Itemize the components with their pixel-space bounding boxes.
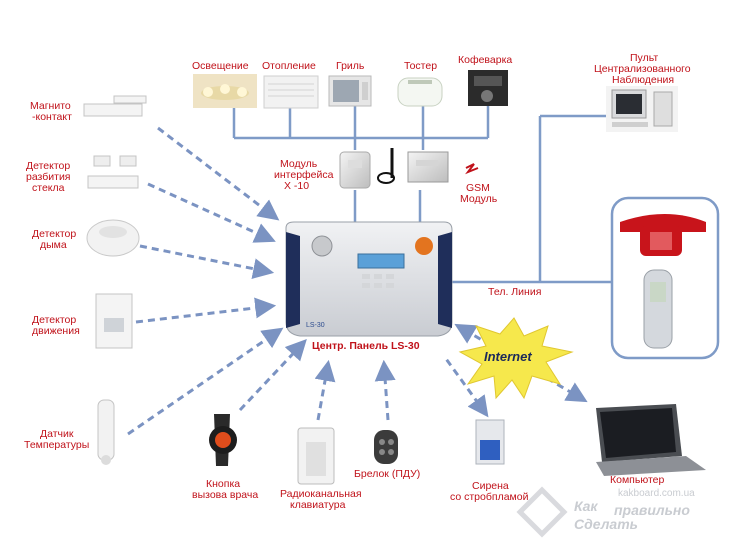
- label-temp-2: Температуры: [24, 439, 90, 451]
- label-doctor-1: Кнопка: [206, 478, 241, 490]
- heater-icon: [263, 75, 319, 109]
- landline-phone-icon: [620, 214, 706, 256]
- label-keyfob: Брелок (ПДУ): [354, 468, 421, 480]
- label-keypad-1: Радиоканальная: [280, 488, 362, 500]
- label-motion-1: Детектор: [32, 314, 77, 326]
- label-x10-2: интерфейса: [274, 169, 334, 181]
- label-toaster: Тостер: [404, 60, 438, 72]
- wireless-keypad-icon: [297, 427, 335, 485]
- antenna-icon: [377, 148, 395, 184]
- mobile-phone-icon: [643, 269, 673, 349]
- label-heating: Отопление: [262, 60, 316, 72]
- label-gsm-1: GSM: [466, 182, 490, 194]
- label-magnet-2: -контакт: [32, 111, 72, 123]
- watermark-site: kakboard.com.ua: [618, 488, 695, 499]
- label-glass-3: стекла: [32, 182, 65, 194]
- label-magnet-1: Магнито: [30, 100, 71, 112]
- phones-frame: [610, 196, 720, 360]
- key-fob-icon: [374, 430, 398, 464]
- watermark-word-3: Сделать: [574, 516, 638, 532]
- gsm-module-icon: [407, 151, 449, 183]
- label-internet: Internet: [484, 349, 532, 364]
- label-temp-1: Датчик: [40, 428, 74, 440]
- panel-brand-text: LS-30: [306, 322, 325, 329]
- central-panel-icon: [285, 221, 453, 337]
- label-smoke-2: дыма: [40, 239, 67, 251]
- laptop-icon: [596, 404, 706, 476]
- watermark-word-2: правильно: [614, 502, 690, 518]
- label-siren-2: со стробпламой: [450, 491, 529, 503]
- toaster-icon: [397, 77, 443, 107]
- watermark-logo-icon: [516, 486, 568, 538]
- label-x10-1: Модуль: [280, 158, 318, 170]
- label-monitoring-1: Пульт: [630, 52, 659, 64]
- label-x10-3: X -10: [284, 180, 310, 192]
- label-motion-2: движения: [32, 325, 80, 337]
- label-coffee: Кофеварка: [458, 54, 513, 66]
- gsm-signal-icon: [465, 163, 479, 175]
- motion-detector-icon: [95, 293, 133, 349]
- label-glass-1: Детектор: [26, 160, 71, 172]
- phone-line-wires: [452, 114, 612, 284]
- monitoring-station-icon: [606, 86, 678, 132]
- label-smoke-1: Детектор: [32, 228, 77, 240]
- siren-icon: [475, 419, 505, 465]
- label-computer: Компьютер: [610, 474, 665, 486]
- label-lighting: Освещение: [192, 60, 249, 72]
- label-monitoring-2: Централизованного: [594, 63, 691, 75]
- label-gsm-2: Модуль: [460, 193, 498, 205]
- label-grill: Гриль: [336, 60, 365, 72]
- microwave-icon: [328, 75, 372, 107]
- internet-starburst: [458, 317, 574, 400]
- x10-module-icon: [339, 151, 371, 189]
- label-keypad-2: клавиатура: [290, 499, 346, 511]
- glass-break-detector-icon: [87, 155, 139, 189]
- label-phone-line: Тел. Линия: [488, 286, 542, 298]
- smoke-detector-icon: [86, 219, 140, 257]
- coffee-maker-icon: [468, 70, 508, 106]
- magnetic-contact-icon: [83, 95, 147, 117]
- label-glass-2: разбития: [26, 171, 71, 183]
- label-doctor-2: вызова врача: [192, 489, 259, 501]
- lamp-icon: [193, 74, 257, 108]
- watermark-word-1: Как: [574, 498, 598, 514]
- appliance-wires: [232, 106, 490, 226]
- label-siren-1: Сирена: [472, 480, 509, 492]
- panic-button-icon: [209, 414, 237, 466]
- label-monitoring-3: Наблюдения: [612, 74, 675, 86]
- label-panel: Центр. Панель LS-30: [312, 340, 420, 352]
- temperature-sensor-icon: [97, 399, 115, 465]
